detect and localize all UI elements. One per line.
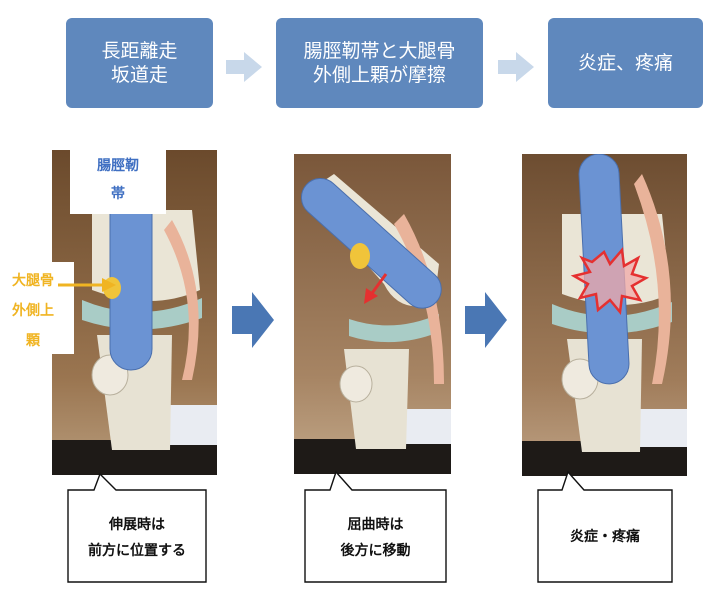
itband-label-line1: 腸脛靭 — [97, 158, 139, 174]
condyle-label-line1: 大腿骨 — [12, 273, 54, 289]
callout-1-line1: 伸展時は — [109, 517, 165, 533]
flow-arrow-1-icon — [226, 52, 262, 82]
knee-inflammation-photo — [522, 154, 687, 476]
flow-step-2-line2: 外側上顆が摩擦 — [312, 64, 446, 86]
knee-flexion-photo — [294, 154, 451, 474]
transition-arrow-2-icon — [465, 292, 507, 348]
pain-burst-icon — [570, 247, 650, 316]
flow-step-1: 長距離走 坂道走 — [66, 18, 213, 108]
callout-1-text: 伸展時は 前方に位置する — [68, 512, 206, 564]
flow-step-3: 炎症、疼痛 — [548, 18, 703, 108]
flow-step-2-line1: 腸脛靭帯と大腿骨 — [303, 40, 456, 62]
condyle-label-line2: 外側上 — [12, 303, 54, 319]
condyle-label-bg — [0, 262, 74, 354]
callout-2-text: 屈曲時は 後方に移動 — [305, 512, 446, 564]
flow-step-2: 腸脛靭帯と大腿骨 外側上顆が摩擦 — [276, 18, 483, 108]
condyle-label-line3: 顆 — [26, 333, 40, 349]
flow-step-1-line1: 長距離走 — [101, 40, 178, 62]
flow-step-3-line1: 炎症、疼痛 — [577, 52, 673, 74]
callout-2-line2: 後方に移動 — [340, 543, 411, 559]
flow-step-1-line2: 坂道走 — [110, 64, 168, 86]
condyle-pointer-arrow-icon — [58, 278, 116, 292]
itband-label-line2: 帯 — [111, 186, 125, 202]
flow-arrow-2-icon — [498, 52, 534, 82]
itband-label-bg — [70, 150, 166, 214]
callout-3-line1: 炎症・疼痛 — [570, 529, 640, 545]
callout-2-line1: 屈曲時は — [347, 517, 404, 533]
callout-3-text: 炎症・疼痛 — [538, 524, 672, 550]
condyle-label: 大腿骨 外側上 顆 — [0, 266, 66, 356]
transition-arrow-1-icon — [232, 292, 274, 348]
callout-1-line2: 前方に位置する — [88, 543, 186, 559]
itband-label: 腸脛靭 帯 — [70, 152, 166, 208]
